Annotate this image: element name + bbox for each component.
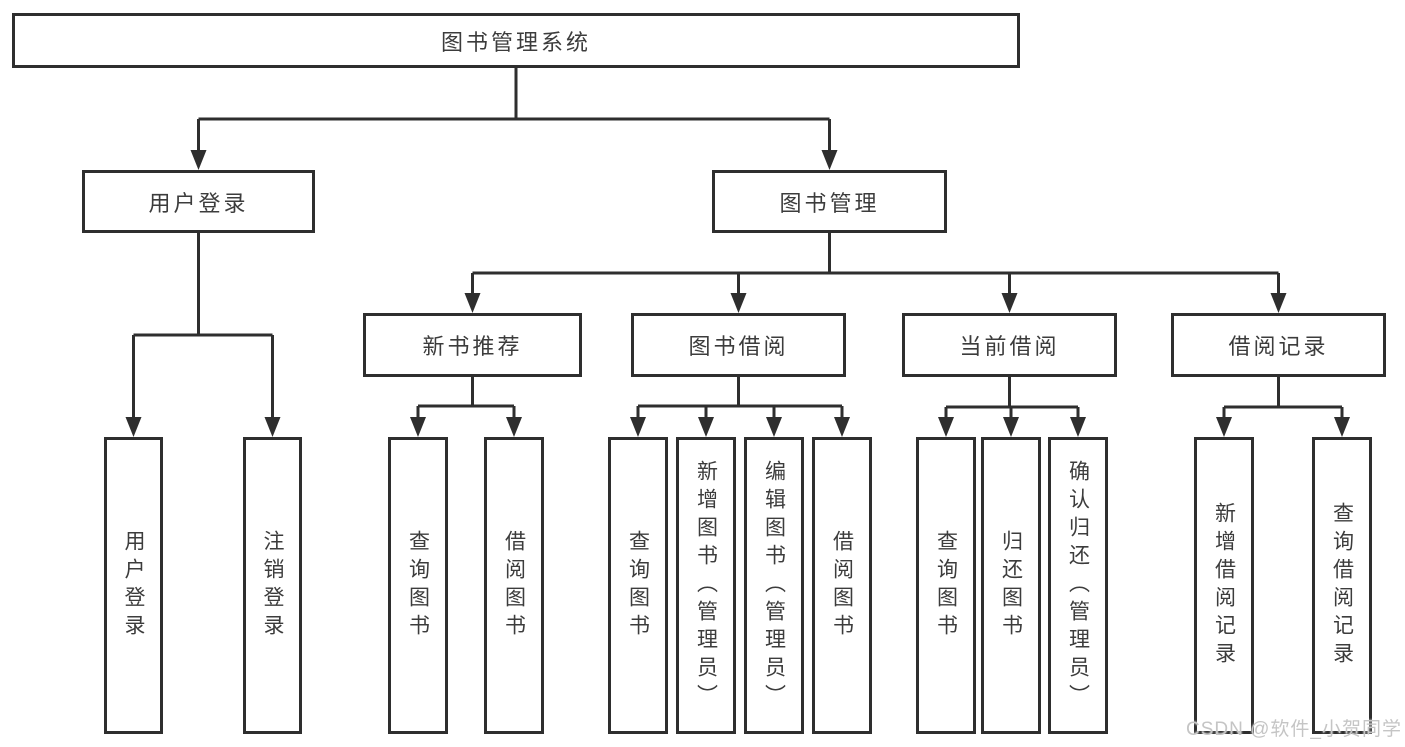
node-book-borrow-label: 图书借阅 <box>688 334 789 359</box>
leaf-return-book-label: 归还图书 <box>999 529 1023 642</box>
leaf-add-borrow-record-label: 新增借阅记录 <box>1212 501 1236 670</box>
leaf-query-book-3-label: 查询图书 <box>934 529 958 642</box>
node-borrow-record: 借阅记录 <box>1171 313 1386 377</box>
leaf-query-book-1: 查询图书 <box>388 437 448 734</box>
leaf-edit-book-admin: 编辑图书（管理员） <box>744 437 804 734</box>
leaf-borrow-book-1-label: 借阅图书 <box>502 529 526 642</box>
leaf-confirm-return-admin-label: 确认归还（管理员） <box>1066 459 1090 712</box>
node-new-book-recommend-label: 新书推荐 <box>422 334 523 359</box>
node-book-borrow: 图书借阅 <box>631 313 846 377</box>
leaf-query-borrow-record-label: 查询借阅记录 <box>1330 501 1354 670</box>
arrowheads <box>125 150 1350 437</box>
leaf-edit-book-admin-label: 编辑图书（管理员） <box>762 459 786 712</box>
node-current-borrow: 当前借阅 <box>902 313 1117 377</box>
leaf-query-borrow-record: 查询借阅记录 <box>1312 437 1372 734</box>
node-book-management: 图书管理 <box>712 170 947 233</box>
leaf-add-borrow-record: 新增借阅记录 <box>1194 437 1254 734</box>
node-user-login-label: 用户登录 <box>148 190 249 216</box>
leaf-query-book-1-label: 查询图书 <box>406 529 430 642</box>
node-new-book-recommend: 新书推荐 <box>363 313 582 377</box>
leaf-confirm-return-admin: 确认归还（管理员） <box>1048 437 1108 734</box>
node-current-borrow-label: 当前借阅 <box>959 334 1060 359</box>
leaf-logout-label: 注销登录 <box>261 529 285 642</box>
node-user-login: 用户登录 <box>82 170 315 233</box>
node-book-management-label: 图书管理 <box>779 190 880 216</box>
node-borrow-record-label: 借阅记录 <box>1228 334 1329 359</box>
leaf-add-book-admin: 新增图书（管理员） <box>676 437 736 734</box>
leaf-user-login-label: 用户登录 <box>122 529 146 642</box>
leaf-return-book: 归还图书 <box>981 437 1041 734</box>
leaf-borrow-book-2-label: 借阅图书 <box>830 529 854 642</box>
leaf-user-login: 用户登录 <box>104 437 163 734</box>
csdn-watermark: CSDN @软件_小贺同学 <box>1186 719 1402 740</box>
leaf-borrow-book-1: 借阅图书 <box>484 437 544 734</box>
leaf-query-book-2: 查询图书 <box>608 437 668 734</box>
node-root-label: 图书管理系统 <box>440 29 591 55</box>
leaf-query-book-2-label: 查询图书 <box>626 529 650 642</box>
leaf-borrow-book-2: 借阅图书 <box>812 437 872 734</box>
node-root: 图书管理系统 <box>12 13 1020 68</box>
leaf-add-book-admin-label: 新增图书（管理员） <box>694 459 718 712</box>
leaf-query-book-3: 查询图书 <box>916 437 976 734</box>
leaf-logout: 注销登录 <box>243 437 302 734</box>
